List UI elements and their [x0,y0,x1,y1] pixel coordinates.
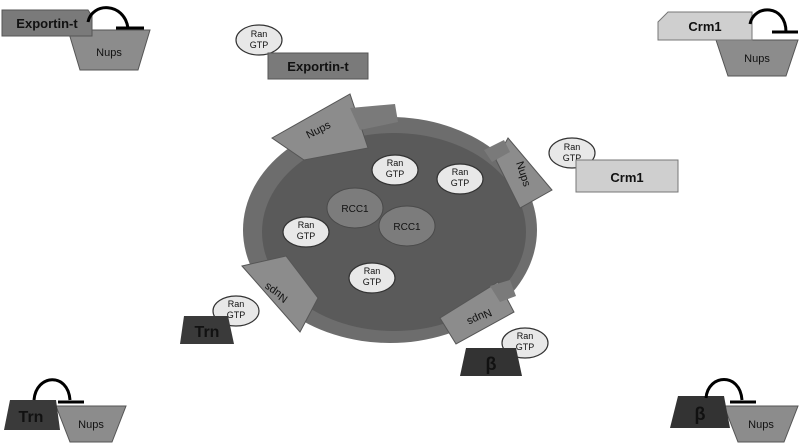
trn-nups-complex: Nups Trn [4,378,127,443]
ran-label: Ran [298,220,315,230]
exportin-t-cargo: Exportin-t [267,52,369,80]
gtp-label: GTP [363,277,382,287]
ran-label: Ran [251,29,268,39]
gtp-label: GTP [516,342,535,352]
gtp-label: GTP [451,178,470,188]
nuclear-pore-bottom: Nups [439,280,516,345]
ran-label: Ran [517,331,534,341]
crm1-label: Crm1 [688,19,721,34]
ran-gtp-nuclear-4: Ran GTP [348,262,396,294]
nups-label: Nups [96,47,122,59]
gtp-label: GTP [227,310,246,320]
exportin-t-label: Exportin-t [287,59,349,74]
beta-nups-complex: Nups β [670,378,799,443]
gtp-label: GTP [297,231,316,241]
ran-gtp-nuclear-3: Ran GTP [282,216,330,248]
exportin-t-label: Exportin-t [16,16,78,31]
ran-gtp-nuclear-1: Ran GTP [371,154,419,186]
beta-label: β [695,404,706,424]
ran-label: Ran [452,167,469,177]
gtp-label: GTP [250,40,269,50]
nups-label: Nups [748,419,774,431]
crm1-label: Crm1 [610,170,643,185]
beta-cargo: β [460,348,522,376]
exportin-t-nups-complex: Nups Exportin-t [1,6,151,71]
ran-label: Ran [387,158,404,168]
ran-label: Ran [228,299,245,309]
nuclear-pore-top: Nups [271,93,398,161]
rcc1-label: RCC1 [341,204,369,215]
ran-gtp-nuclear-2: Ran GTP [436,163,484,195]
gtp-label: GTP [386,169,405,179]
nups-label: Nups [744,53,770,65]
ran-label: Ran [564,142,581,152]
crm1-cargo: Crm1 [575,159,679,193]
trn-cargo: Trn [180,316,234,344]
gtp-label: GTP [563,153,582,163]
rcc1-right: RCC1 [378,205,436,247]
ran-gtp-exportin-t: Ran GTP [235,24,283,56]
rcc1-label: RCC1 [393,222,421,233]
beta-label: β [486,354,497,374]
crm1-nups-complex: Nups Crm1 [657,8,799,77]
trn-label: Trn [195,324,220,341]
ran-label: Ran [364,266,381,276]
trn-label: Trn [19,409,44,426]
nups-label: Nups [78,419,104,431]
nuclear-pore-right: Nups [484,137,553,209]
rcc1-left: RCC1 [326,187,384,229]
